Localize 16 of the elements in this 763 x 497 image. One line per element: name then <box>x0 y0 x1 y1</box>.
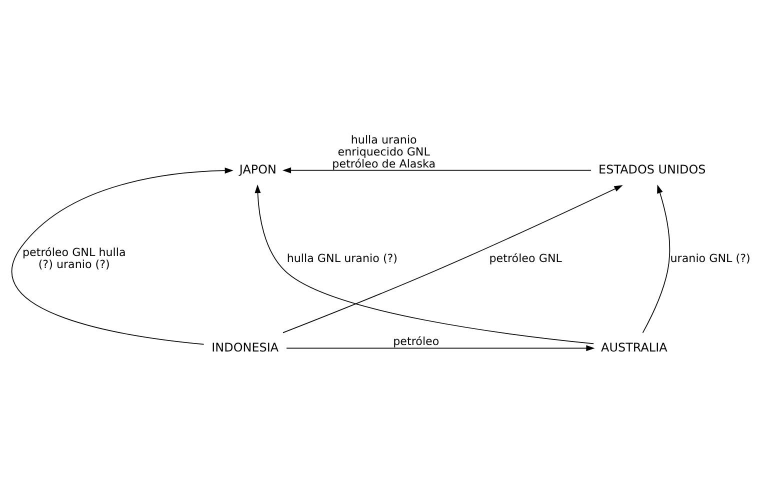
node-text: INDONESIA <box>212 340 279 354</box>
arrow <box>282 184 623 333</box>
arrow <box>254 184 594 344</box>
edge-label: petróleo <box>393 334 440 348</box>
arrow <box>282 166 592 173</box>
node-text: JAPON <box>239 162 277 176</box>
edge-label: uranio GNL (?) <box>670 252 750 265</box>
arrow <box>286 344 595 351</box>
edge-label: petróleo GNL hulla (?) uranio (?) <box>22 246 126 271</box>
node-text: AUSTRALIA <box>601 340 668 354</box>
arrow <box>12 167 234 344</box>
edge-label: hulla uranio enriquecido GNL petróleo de Alaska <box>332 132 436 170</box>
arrow <box>642 184 670 333</box>
edge-label: petróleo GNL <box>489 252 562 265</box>
node-text: ESTADOS UNIDOS <box>598 162 706 176</box>
edge-label: hulla GNL uranio (?) <box>286 252 398 265</box>
